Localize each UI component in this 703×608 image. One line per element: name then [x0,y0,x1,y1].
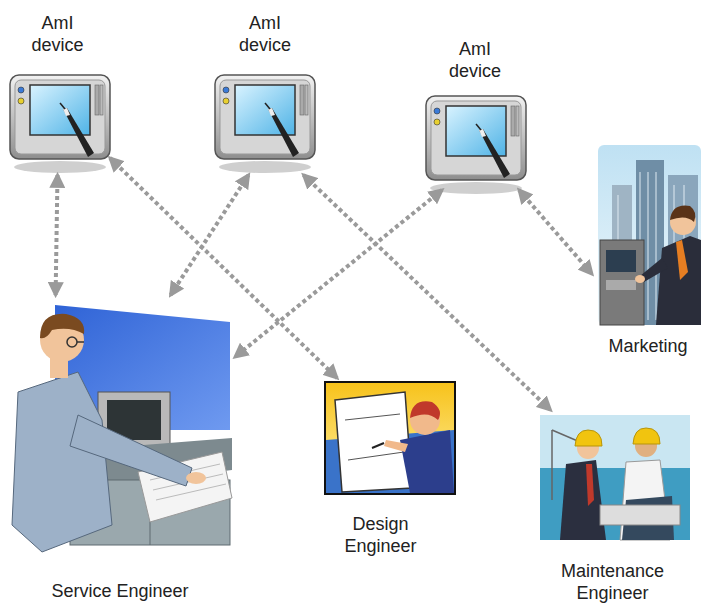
ami-device-icon [215,75,315,173]
maintenance-engineer-picture [540,415,690,540]
design-engineer-picture [325,382,455,494]
node-label: AmI device [443,39,507,83]
device-node: AmI device [210,5,320,175]
marketing-picture [598,145,701,325]
actor-node: Marketing [592,145,703,360]
node-label: Maintenance Engineer [548,561,678,605]
node-label: AmI device [233,13,297,57]
ami-device-icon [10,75,110,173]
dotted-arrow [519,190,592,274]
actor-node: Design Engineer [308,378,453,560]
dotted-arrow [56,175,58,295]
dotted-arrow [304,175,551,410]
device-node: AmI device [5,5,110,175]
actor-node: Maintenance Engineer [535,410,690,605]
dotted-arrow [171,175,249,295]
service-engineer-picture [12,305,232,552]
node-label: Design Engineer [331,514,431,558]
device-node: AmI device [420,35,530,190]
node-label: Marketing [596,336,700,358]
ami-device-icon [426,96,526,194]
node-label: AmI device [26,13,90,57]
actor-node: Service Engineer [5,295,235,605]
dotted-arrow [110,158,337,378]
dotted-arrow [235,190,442,357]
node-label: Service Engineer [15,581,225,603]
